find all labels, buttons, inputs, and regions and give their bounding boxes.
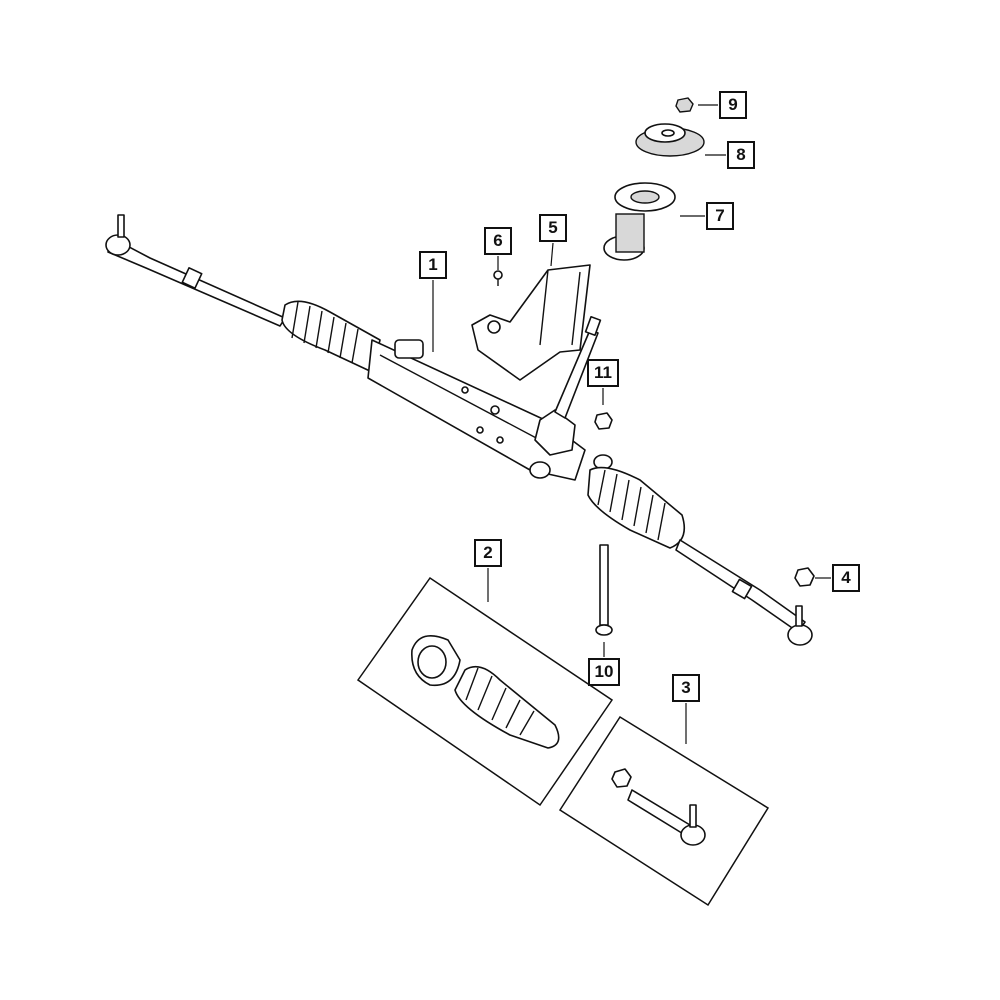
callout-10: 10 <box>588 658 620 686</box>
bolt-10 <box>595 544 613 636</box>
callout-4: 4 <box>832 564 860 592</box>
callout-7: 7 <box>706 202 734 230</box>
callout-9: 9 <box>719 91 747 119</box>
left-boot <box>281 300 381 373</box>
callout-6: 6 <box>484 227 512 255</box>
right-boot <box>587 466 686 549</box>
callout-11: 11 <box>587 359 619 387</box>
seal-7 <box>603 182 676 261</box>
tie-rod-kit-frame <box>558 715 770 907</box>
boot-kit-frame <box>356 576 614 807</box>
left-tie-rod <box>105 214 286 327</box>
right-tie-rod <box>675 539 813 646</box>
callout-3: 3 <box>672 674 700 702</box>
heat-shield <box>471 264 591 381</box>
rack-housing <box>367 339 613 481</box>
nut-11 <box>594 412 613 430</box>
nut-4 <box>794 567 815 587</box>
pinion-shaft <box>534 315 602 456</box>
tie-rod-kit-contents <box>611 768 706 846</box>
cover-8 <box>635 123 705 157</box>
callout-1: 1 <box>419 251 447 279</box>
nut-9 <box>675 97 694 113</box>
callout-5: 5 <box>539 214 567 242</box>
screw-6 <box>493 270 503 286</box>
callout-2: 2 <box>474 539 502 567</box>
callout-8: 8 <box>727 141 755 169</box>
boot-kit-contents <box>411 634 560 749</box>
leader-lines <box>432 104 831 744</box>
